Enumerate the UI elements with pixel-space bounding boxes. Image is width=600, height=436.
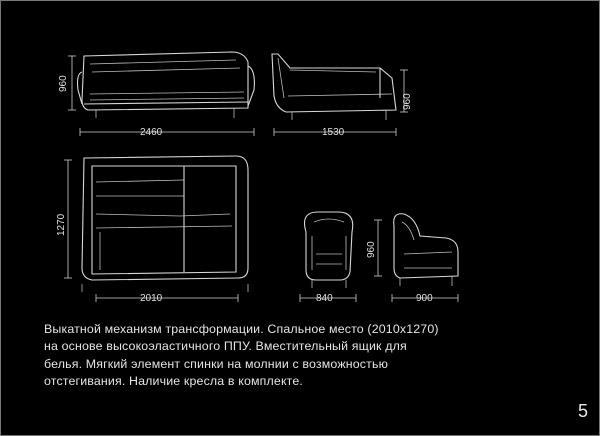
product-description: Выкатной механизм трансформации. Спально… — [44, 321, 556, 391]
armchair-front-view: 840 — [299, 211, 357, 304]
sofa-front-view: 960 2460 — [58, 51, 255, 138]
description-line: отстегивания. Наличие кресла в комплекте… — [44, 374, 303, 389]
sofa-side-height-label: 960 — [402, 93, 413, 110]
armchair-front-width-label: 840 — [316, 293, 333, 304]
sofa-side-depth-label: 1530 — [322, 127, 345, 138]
sofa-plan-depth-label: 1270 — [56, 213, 67, 236]
armchair-side-view: 960 900 — [366, 213, 459, 304]
description-line: белья. Мягкий элемент спинки на молнии с… — [44, 356, 389, 371]
armchair-side-depth-label: 900 — [416, 293, 433, 304]
description-line: Выкатной механизм трансформации. Спально… — [44, 322, 439, 336]
sofa-front-width-label: 2460 — [140, 127, 163, 138]
armchair-height-label: 960 — [366, 241, 377, 258]
sofa-side-view: 960 1530 — [271, 53, 413, 138]
sofa-plan-view: 1270 2010 — [56, 155, 249, 304]
page-number: 5 — [577, 401, 588, 421]
description-line: на основе высокоэластичного ППУ. Вместит… — [44, 339, 407, 354]
sofa-front-height-label: 960 — [58, 75, 69, 92]
sofa-plan-width-label: 2010 — [140, 293, 163, 304]
